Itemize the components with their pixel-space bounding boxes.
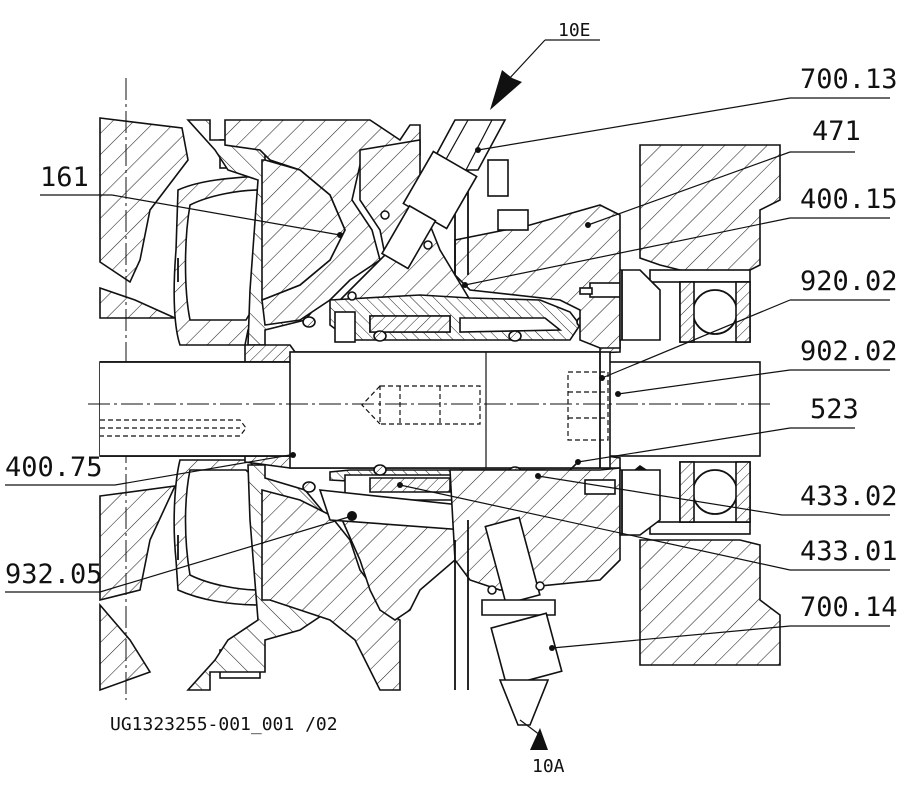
- label-700-13: 700.13: [800, 64, 898, 95]
- part-labels: 161 400.75 932.05 700.13 471 400.15 920.…: [5, 20, 898, 777]
- label-flow-outlet: 10A: [532, 756, 565, 777]
- label-161: 161: [40, 162, 89, 193]
- drawing-number: UG1323255-001_001 /02: [110, 714, 338, 735]
- label-920-02: 920.02: [800, 266, 898, 297]
- inlet-pipe-fitting: [380, 119, 507, 270]
- shaft: [88, 351, 770, 469]
- label-902-02: 902.02: [800, 336, 898, 367]
- label-400-75: 400.75: [5, 452, 103, 483]
- seal-gland: [449, 150, 621, 690]
- label-523: 523: [810, 394, 859, 425]
- label-433-01: 433.01: [800, 536, 898, 567]
- seal-faces-upper: [302, 291, 590, 343]
- shaft-bore-hidden-lines: [100, 371, 609, 441]
- label-471: 471: [812, 116, 861, 147]
- label-flow-inlet: 10E: [558, 20, 591, 41]
- label-700-14: 700.14: [800, 592, 898, 623]
- label-932-05: 932.05: [5, 559, 103, 590]
- label-400-15: 400.15: [800, 184, 898, 215]
- leader-lines: [5, 39, 890, 750]
- label-433-02: 433.02: [800, 481, 898, 512]
- outlet-pipe-fitting: [481, 516, 563, 726]
- bearing-housing: [619, 144, 781, 666]
